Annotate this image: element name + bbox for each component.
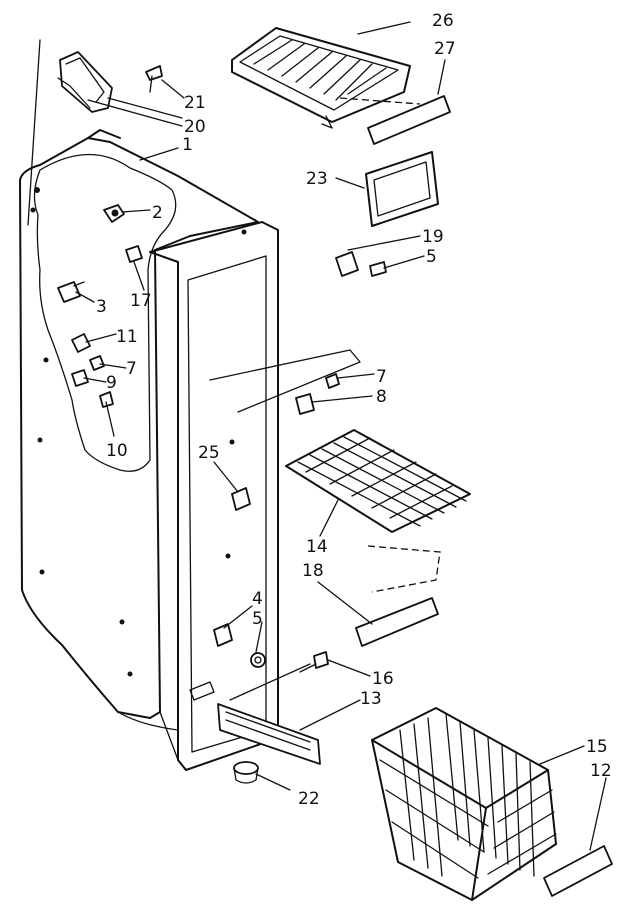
part-14-wire-shelf (285, 429, 471, 533)
callout-25: 25 (198, 443, 220, 463)
part-5-screw-low (250, 652, 266, 668)
leader-lines (75, 21, 607, 851)
callout-21: 21 (184, 93, 206, 113)
callout-15: 15 (586, 737, 608, 757)
part-17-bracket (125, 245, 143, 263)
callout-2: 2 (152, 203, 163, 223)
callout-16: 16 (372, 669, 394, 689)
callout-9: 9 (106, 373, 117, 393)
part-18-trim (355, 597, 439, 647)
callout-10: 10 (106, 441, 128, 461)
callout-5-upper: 5 (426, 247, 437, 267)
part-20-handle (57, 51, 113, 113)
dashed-guide-14 (367, 545, 441, 593)
part-26-top-shelf (231, 27, 411, 129)
part-19-bracket (335, 251, 359, 277)
part-8-clip (295, 393, 315, 415)
part-9-clip (71, 369, 89, 387)
callout-labels: 26 27 21 20 1 23 2 19 5 17 3 11 7 9 7 8 … (96, 11, 612, 809)
part-23-cover (365, 151, 439, 227)
callout-20: 20 (184, 117, 206, 137)
leader-guide-13 (229, 663, 311, 701)
callout-12: 12 (590, 761, 612, 781)
callout-26: 26 (432, 11, 454, 31)
dashed-guide-26 (339, 97, 421, 105)
part-12-trim (543, 845, 613, 897)
part-11-clip (71, 333, 91, 353)
callout-5-lower: 5 (252, 609, 263, 629)
callout-22: 22 (298, 789, 320, 809)
part-25-clip (231, 487, 251, 511)
callout-13: 13 (360, 689, 382, 709)
callout-18: 18 (302, 561, 324, 581)
part-5-screw-up (369, 261, 387, 277)
part-27-trim (367, 95, 451, 145)
part-22-foot (233, 761, 259, 784)
part-10-clip (99, 391, 114, 408)
leader-line-long (27, 39, 41, 226)
part-13-bottom-trim (217, 703, 321, 765)
part-3-sensor (57, 281, 85, 303)
part-2-clip (103, 204, 125, 223)
leader-guide-7-8 (209, 349, 361, 413)
callout-11: 11 (116, 327, 138, 347)
callout-17: 17 (130, 291, 152, 311)
freezer-liner (19, 129, 279, 771)
part-7-clip-right (325, 373, 340, 389)
part-15-wire-basket (371, 707, 557, 901)
part-21-screw (145, 65, 163, 93)
callout-8: 8 (376, 387, 387, 407)
part-7-clip-left (89, 355, 105, 371)
callout-7-left: 7 (126, 359, 137, 379)
callout-19: 19 (422, 227, 444, 247)
callout-27: 27 (434, 39, 456, 59)
part-4-bracket (213, 623, 233, 647)
callout-7-right: 7 (376, 367, 387, 387)
part-16-screw (299, 651, 329, 673)
callout-3: 3 (96, 297, 107, 317)
callout-4: 4 (252, 589, 263, 609)
callout-14: 14 (306, 537, 328, 557)
callout-23: 23 (306, 169, 328, 189)
callout-1: 1 (182, 135, 193, 155)
